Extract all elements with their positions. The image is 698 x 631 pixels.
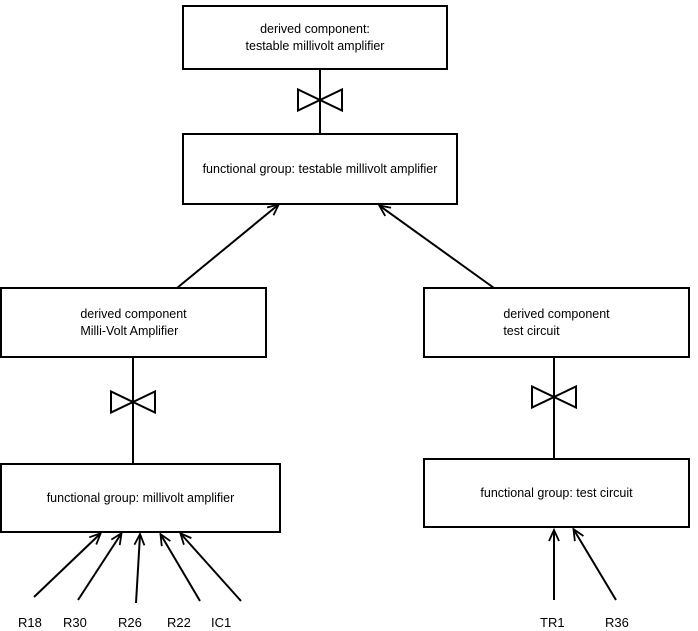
leaf-label-r22: R22 — [167, 615, 191, 630]
leaf-arrow-leaf-arrow-r30 — [77, 534, 121, 601]
node-label-dc-test-circuit: derived component test circuit — [503, 306, 610, 338]
node-label-fg-testable-mv-amp: functional group: testable millivolt amp… — [202, 161, 438, 176]
node-box-fg-millivolt-amplifier[interactable]: functional group: millivolt amplifier — [0, 463, 281, 533]
node-label-fg-millivolt-amplifier: functional group: millivolt amplifier — [46, 490, 235, 505]
leaf-arrow-leaf-arrow-r36 — [574, 530, 617, 601]
node-label-fg-test-circuit: functional group: test circuit — [480, 485, 633, 500]
node-box-fg-test-circuit[interactable]: functional group: test circuit — [423, 458, 690, 528]
bowtie-icon-conn-left-bowtie — [110, 389, 156, 415]
node-label-dc-testable-mv-amp: derived component: testable millivolt am… — [245, 21, 385, 53]
leaf-label-tr1: TR1 — [540, 615, 565, 630]
node-box-fg-testable-mv-amp[interactable]: functional group: testable millivolt amp… — [182, 133, 458, 205]
node-box-dc-test-circuit[interactable]: derived component test circuit — [423, 287, 690, 358]
leaf-arrow-leaf-arrow-ic1 — [181, 534, 242, 602]
arrow-arrow-mv-amp-to-testable-fg — [176, 205, 278, 289]
node-box-dc-milli-volt-amplifier[interactable]: derived component Milli-Volt Amplifier — [0, 287, 267, 358]
bowtie-symbols — [110, 87, 577, 415]
bowtie-icon-conn-top-bowtie — [297, 87, 343, 113]
leaf-label-ic1: IC1 — [211, 615, 232, 630]
leaf-label-r36: R36 — [605, 615, 629, 630]
leaf-label-r18: R18 — [18, 615, 42, 630]
leaf-arrow-leaf-arrow-r26 — [136, 535, 140, 604]
node-box-dc-testable-mv-amp[interactable]: derived component: testable millivolt am… — [182, 5, 448, 70]
node-label-dc-milli-volt-amplifier: derived component Milli-Volt Amplifier — [80, 306, 187, 338]
leaf-arrow-leaf-arrow-r22 — [161, 535, 201, 602]
leaf-arrow-leaf-arrow-r18 — [33, 534, 100, 598]
leaf-label-r30: R30 — [63, 615, 87, 630]
leaf-label-r26: R26 — [118, 615, 142, 630]
leaf-arrows — [33, 530, 617, 604]
arrow-arrow-test-circuit-to-testable-fg — [380, 206, 495, 289]
bowtie-icon-conn-right-bowtie — [531, 384, 577, 410]
generalization-arrows — [176, 205, 495, 289]
connector-lines — [132, 70, 555, 463]
